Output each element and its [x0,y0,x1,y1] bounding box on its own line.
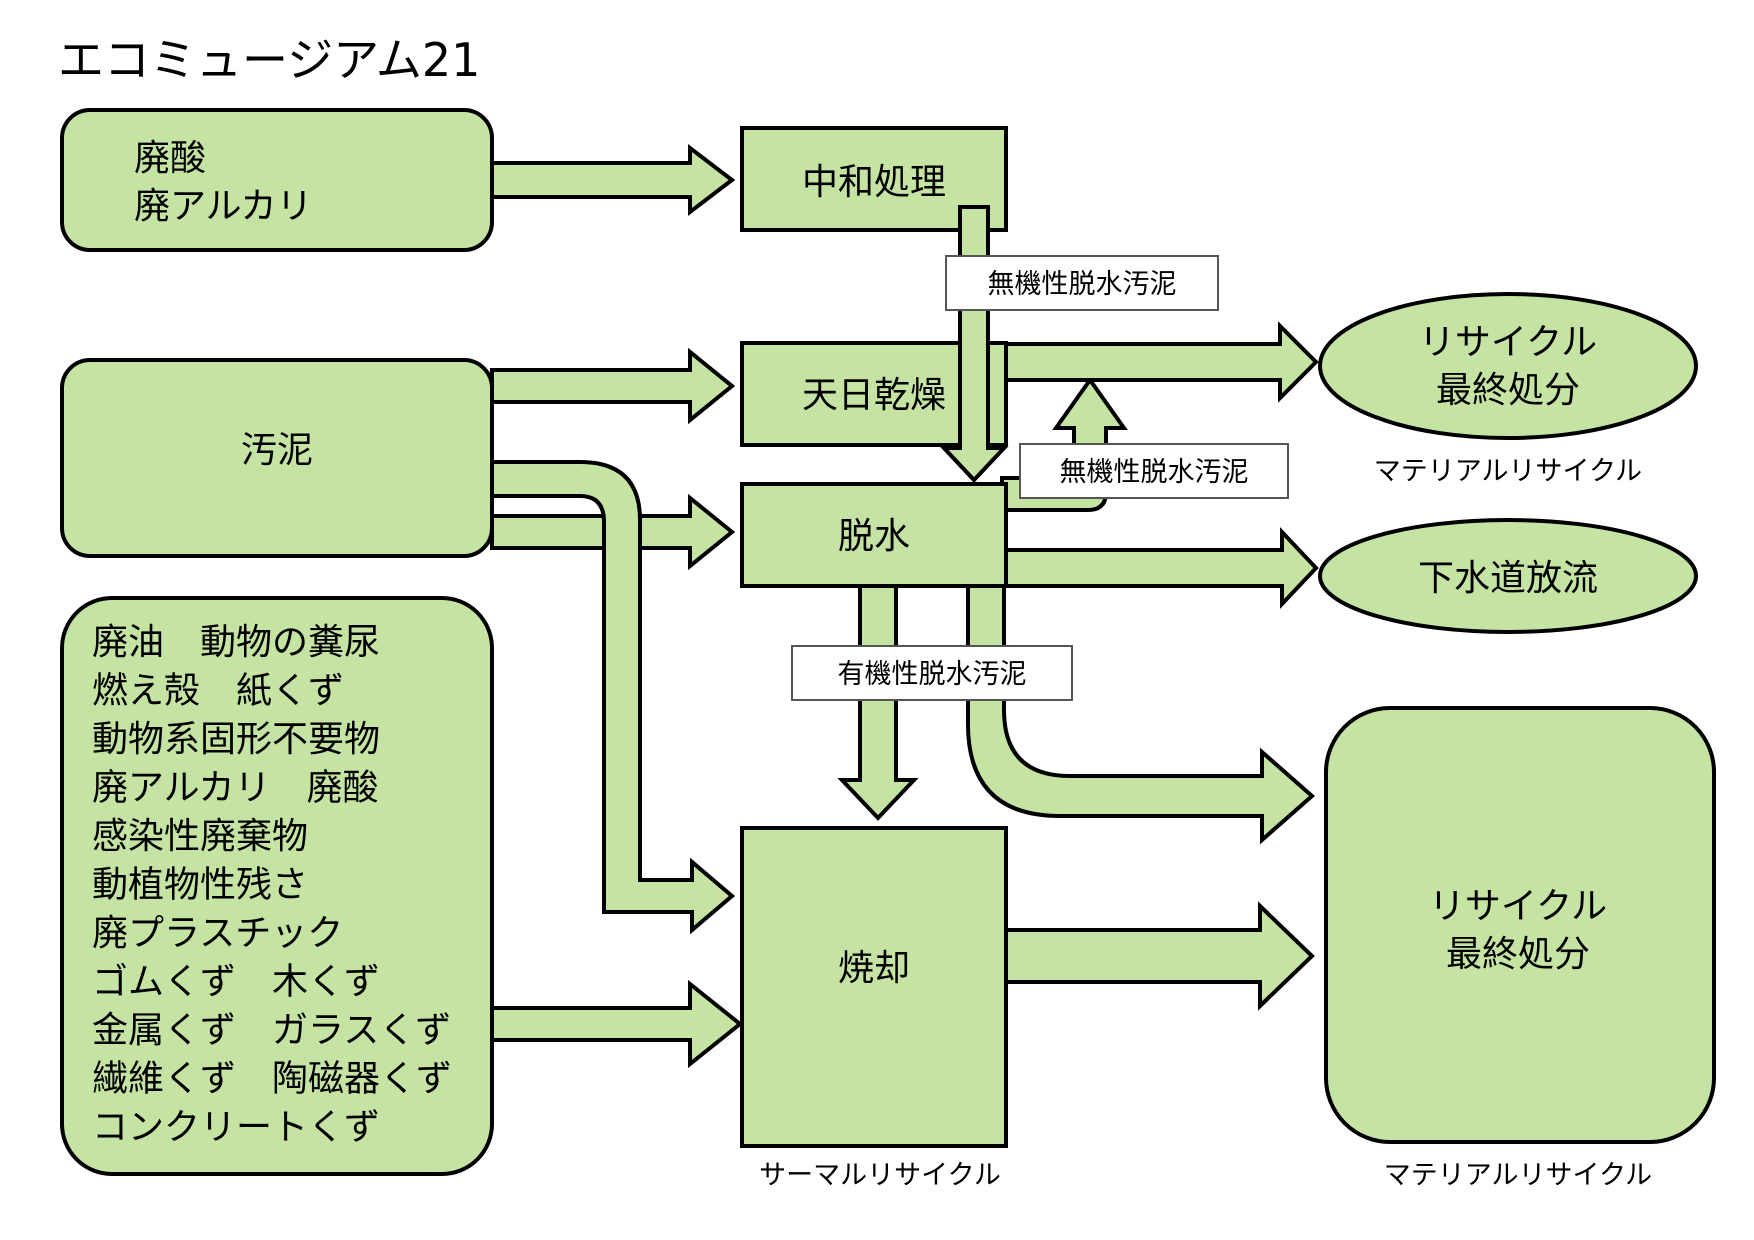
incineration-label: 焼却 [838,948,910,989]
organic-label-box [791,645,1073,701]
waste-list-item: 廃油 動物の糞尿 [92,622,380,663]
acid-alkali-box [60,108,494,252]
inorganic-label-2: 無機性脱水汚泥 [1060,457,1249,488]
arrow-drying-to-recycle [1000,321,1319,403]
recycle-bottom-box [1324,706,1716,1144]
dewatering-label: 脱水 [838,516,910,557]
arrow-dewatering-to-sewer [1000,526,1319,610]
sludge-box [60,358,494,558]
recycle-bottom-line1: リサイクル [1429,886,1607,927]
arrow-dewatering-to-incineration [837,584,919,821]
page-title: エコミュージアム21 [58,33,480,87]
material-recycle-note-bottom: マテリアルリサイクル [1384,1160,1652,1191]
waste-list-box [60,596,494,1176]
waste-list-item: 金属くず ガラスくず [92,1010,451,1051]
waste-list-item: 動植物性残さ [92,865,308,906]
incineration-box [740,826,1008,1148]
recycle-top-line2: 最終処分 [1436,370,1580,411]
waste-list-item: ゴムくず 木くず [92,962,380,1003]
arrow-sludge-to-incineration [490,460,736,935]
organic-label: 有機性脱水汚泥 [838,659,1027,690]
sewer-label: 下水道放流 [1418,558,1598,599]
arrow-dewatering-to-recycle-bottom [966,584,1316,845]
recycle-top-line1: リサイクル [1419,322,1597,363]
waste-list-item: 感染性廃棄物 [92,816,308,857]
arrow-waste-to-incineration [490,979,744,1069]
neutralization-label: 中和処理 [802,162,946,203]
arrow-sludge-to-drying [490,347,736,425]
waste-list-item: コンクリートくず [92,1107,380,1148]
sun-drying-label: 天日乾燥 [802,375,946,416]
inorganic-label-box-1 [945,255,1219,311]
waste-list-item: 燃え殻 紙くず [92,671,344,712]
dewatering-box [740,482,1008,588]
sewer-ellipse [1318,518,1698,634]
thermal-recycle-note: サーマルリサイクル [759,1160,1001,1191]
recycle-top-ellipse [1318,292,1698,440]
waste-list-item: 廃プラスチック [92,913,343,954]
sludge-label: 汚泥 [241,430,313,471]
recycle-bottom-line2: 最終処分 [1446,934,1590,975]
arrow-acid-to-neutralization [490,143,736,217]
waste-list-item: 廃アルカリ 廃酸 [92,768,379,809]
inorganic-label-box-2 [1019,443,1289,499]
acid-label: 廃酸 [134,138,206,179]
alkali-label: 廃アルカリ [134,186,313,227]
material-recycle-note-top: マテリアルリサイクル [1374,456,1642,487]
waste-list-item: 繊維くず 陶磁器くず [92,1059,452,1100]
arrow-neutralization-to-dewatering-overlay [939,205,1009,483]
arrow-incineration-to-recycle-bottom [1004,901,1315,1011]
waste-list-item: 動物系固形不要物 [92,719,380,760]
inorganic-label-1: 無機性脱水汚泥 [988,269,1177,300]
